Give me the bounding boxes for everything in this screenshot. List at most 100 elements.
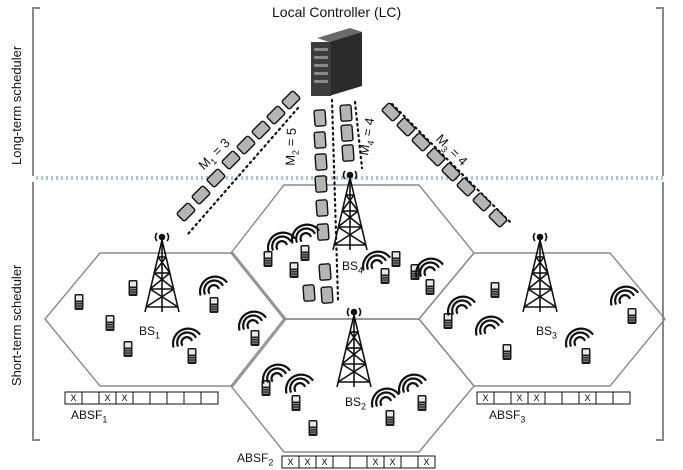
absf2-prefix: ABSF <box>237 451 269 465</box>
phone-icon <box>490 282 500 298</box>
bs1-sub: 1 <box>155 330 161 341</box>
long-term-bracket <box>32 7 40 176</box>
server-icon <box>311 28 362 96</box>
absf-blank-mark: X <box>423 457 429 467</box>
absf-subframe-cell <box>595 391 614 405</box>
signal-icon <box>396 370 428 400</box>
phone-icon <box>209 297 219 313</box>
phone-icon <box>263 251 273 267</box>
absf-blank-mark: X <box>389 457 395 467</box>
phone-icon <box>627 308 637 324</box>
long-term-bracket-right <box>656 7 664 176</box>
phone-icon <box>391 251 401 267</box>
bs4-sub: 4 <box>358 265 364 276</box>
m4-eq: = 4 <box>358 116 378 141</box>
absf-blank-mark: X <box>287 457 293 467</box>
signal-icon <box>369 384 401 414</box>
bs1-prefix: BS <box>139 324 156 338</box>
page-title: Local Controller (LC) <box>272 4 402 20</box>
m2-sub: 2 <box>290 149 301 156</box>
absf-subframe-cell <box>183 391 202 405</box>
phone-icon <box>123 341 133 357</box>
short-term-bracket <box>32 182 40 441</box>
absf-subframe-cell <box>612 391 631 405</box>
phone-icon <box>308 420 318 436</box>
m2-eq: = 5 <box>283 127 299 151</box>
bs2-tower-icon <box>336 307 372 388</box>
cell-bs1 <box>44 252 287 387</box>
absf1-prefix: ABSF <box>71 408 103 422</box>
phone-icon <box>300 245 310 261</box>
phone-icon <box>417 395 427 411</box>
absf-blank-mark: X <box>584 393 590 403</box>
cell-bs3 <box>418 252 666 387</box>
absf-subframe-cell <box>200 391 219 405</box>
absf-blank-mark: X <box>304 457 310 467</box>
short-term-scheduler-label: Short-term scheduler <box>9 264 24 386</box>
bs2-prefix: BS <box>345 395 362 409</box>
link-dots <box>186 98 514 302</box>
signal-icon <box>197 272 229 302</box>
phone-icon <box>425 279 435 295</box>
phone-icon <box>291 395 301 411</box>
signal-icon <box>473 312 505 342</box>
absf-subframe-cell <box>349 455 368 469</box>
bs3-label: BS3 <box>536 324 557 340</box>
bs4-prefix: BS <box>342 259 359 273</box>
bs2-label: BS2 <box>345 395 366 411</box>
absf-subframe-cell <box>417 455 436 469</box>
absf-subframe-cell <box>149 391 168 405</box>
bs3-prefix: BS <box>536 324 553 338</box>
bs3-tower-icon <box>522 232 558 313</box>
absf-subframe-cell <box>561 391 580 405</box>
queue-m4 <box>339 103 355 163</box>
absf-subframe-cell <box>493 391 512 405</box>
bs4-label: BS4 <box>342 259 363 275</box>
absf-subframe-cell <box>400 455 419 469</box>
long-term-scheduler-label: Long-term scheduler <box>9 45 24 165</box>
absf-blank-mark: X <box>372 457 378 467</box>
bs3-sub: 3 <box>552 330 558 341</box>
signal-icon <box>608 282 640 312</box>
queue-m2 <box>302 108 334 305</box>
absf-blank-mark: X <box>516 393 522 403</box>
queue-m3 <box>380 101 509 229</box>
hex-cells <box>44 184 666 453</box>
phone-icon <box>502 344 512 360</box>
m2-prefix: M <box>282 154 298 166</box>
bs1-label: BS1 <box>139 324 160 340</box>
absf3-label: ABSF3 <box>489 408 525 424</box>
absf-subframe-cell <box>166 391 185 405</box>
phone-icon <box>385 410 395 426</box>
absf-blank-mark: X <box>321 457 327 467</box>
absf-blank-mark: X <box>70 393 76 403</box>
absf-subframe-cell <box>81 391 100 405</box>
absf2-sub: 2 <box>268 457 274 468</box>
link-label-m2: M2 = 5 <box>283 128 302 166</box>
signal-icon <box>170 324 202 354</box>
absf-blank-mark: X <box>482 393 488 403</box>
absf-subframe-cell <box>132 391 151 405</box>
phone-icon <box>187 348 197 364</box>
bs1-tower-icon <box>144 232 180 313</box>
absf1-sub: 1 <box>102 414 108 425</box>
signal-icon <box>289 220 321 250</box>
bs2-sub: 2 <box>361 401 367 412</box>
signal-waves <box>170 220 640 414</box>
absf-blank-mark: X <box>104 393 110 403</box>
absf3-prefix: ABSF <box>489 408 521 422</box>
phone-icon <box>250 330 260 346</box>
short-term-bracket-right <box>656 182 664 441</box>
phone-icon <box>74 294 84 310</box>
bs4-tower-icon <box>332 170 368 251</box>
absf-subframe-cell <box>544 391 563 405</box>
absf3-sub: 3 <box>520 414 526 425</box>
absf-subframe-cell <box>332 455 351 469</box>
absf-blank-mark: X <box>121 393 127 403</box>
signal-icon <box>283 370 315 400</box>
absf2-label: ABSF2 <box>237 451 273 467</box>
absf-blank-mark: X <box>533 393 539 403</box>
